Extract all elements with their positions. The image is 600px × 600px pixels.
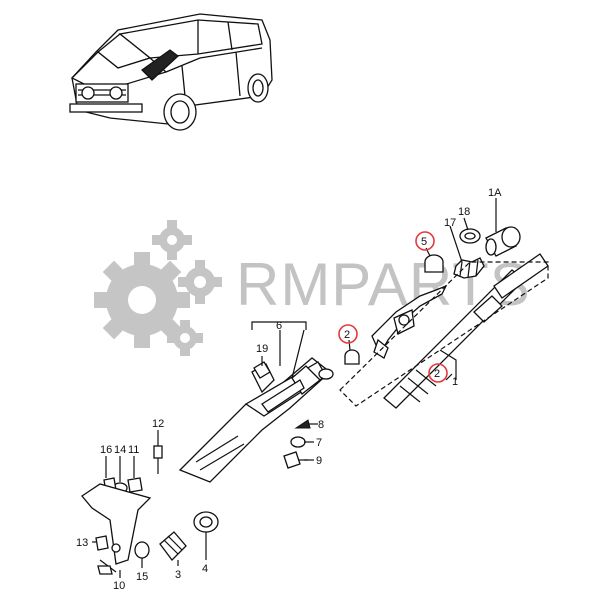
nut-part-13	[95, 535, 109, 551]
label-2-lower: 2	[434, 368, 440, 380]
nut-part-11	[127, 477, 143, 493]
bolt-part-9	[283, 451, 308, 469]
label-4: 4	[202, 563, 208, 575]
steering-shaft	[383, 253, 549, 409]
label-19: 19	[256, 343, 268, 355]
label-3: 3	[175, 569, 181, 581]
bushing-part-5	[424, 254, 444, 273]
sleeve-part-1a	[485, 226, 521, 257]
label-11: 11	[128, 444, 139, 456]
ring-part-7	[290, 436, 306, 448]
highlight-circle-5	[415, 231, 435, 251]
highlight-circles	[338, 231, 448, 383]
label-13: 13	[76, 537, 88, 549]
label-9: 9	[316, 455, 322, 467]
wedge-part-8	[294, 419, 311, 429]
clip-part-19	[253, 361, 271, 379]
label-15: 15	[136, 571, 148, 583]
label-2-upper: 2	[344, 329, 350, 341]
spring-part-17	[453, 257, 485, 279]
label-1a: 1A	[488, 187, 502, 199]
label-5: 5	[421, 236, 427, 248]
label-16: 16	[100, 444, 112, 456]
label-14: 14	[114, 444, 126, 456]
label-8: 8	[318, 419, 324, 431]
label-6: 6	[276, 320, 282, 332]
ring-part-18	[459, 228, 481, 244]
label-17: 17	[444, 217, 456, 229]
sleeve-part-15	[134, 541, 150, 559]
gear-watermark-icon	[94, 220, 222, 356]
label-1: 1	[452, 376, 458, 388]
highlight-circle-2-lower	[428, 363, 448, 383]
car-illustration	[69, 13, 273, 131]
bracket-part-10	[81, 483, 152, 575]
highlight-circle-2-upper	[338, 324, 358, 344]
steering-column-tube	[178, 357, 334, 483]
label-18: 18	[458, 206, 470, 218]
part-labels: 1A 18 17 5 6 2 19 2 1 8 7 9 12 16 14 11 …	[76, 187, 502, 592]
label-7: 7	[316, 437, 322, 449]
label-12: 12	[152, 418, 164, 430]
label-10: 10	[113, 580, 125, 592]
boot-part-3	[159, 531, 187, 561]
bushing-part-4	[193, 511, 219, 533]
bushing-part-2-upper	[344, 349, 360, 365]
bolt-part-12	[153, 445, 163, 474]
